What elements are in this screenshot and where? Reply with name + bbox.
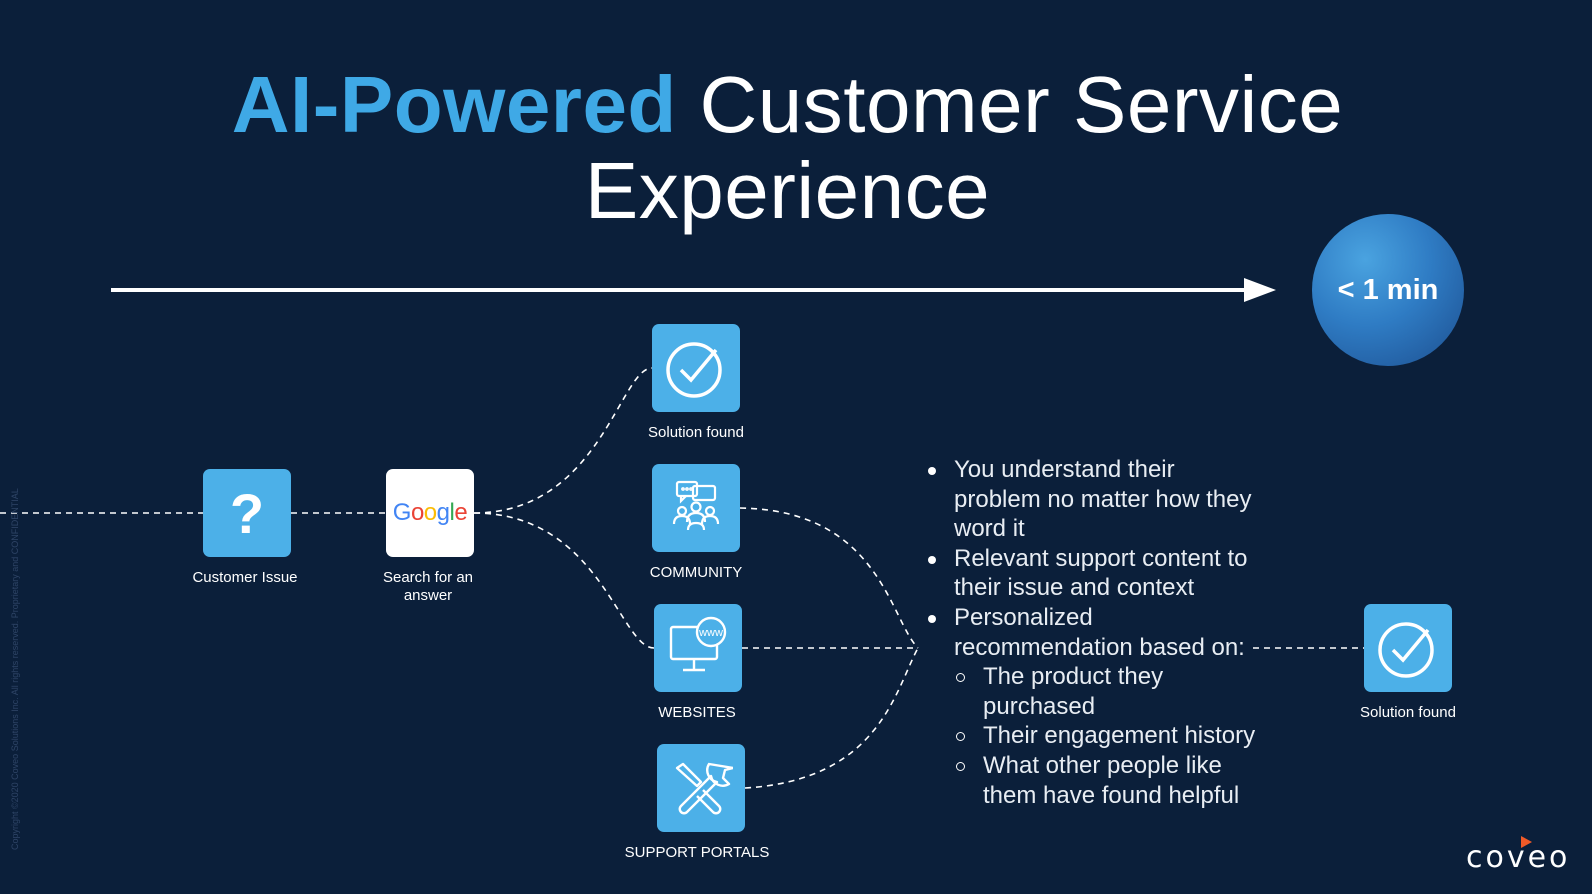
checkmark-circle-icon (1378, 622, 1434, 678)
customer-issue-label: Customer Issue (192, 569, 298, 586)
customer-issue-tile: ? (203, 469, 291, 557)
checkmark-circle-icon (666, 342, 722, 398)
time-badge-label: < 1 min (1337, 273, 1439, 306)
bullet-understand: You understand their problem no matter h… (928, 455, 1258, 544)
time-badge: < 1 min (1312, 214, 1464, 366)
bullet-personalized: Personalized recommendation based on: (928, 603, 1258, 662)
website-monitor-icon: www (669, 616, 727, 672)
connector-search-solution (473, 367, 653, 514)
search-label: Search for an answer (338, 569, 518, 605)
title-accent: AI-Powered (231, 60, 677, 149)
connector-portals-merge (744, 647, 919, 789)
coveo-logo-mark-icon (1521, 836, 1532, 848)
connector-search-websites (473, 512, 655, 649)
sub-bullet-product: The product they purchased (956, 662, 1258, 721)
support-portals-tile (657, 744, 745, 832)
solution-top-tile (652, 324, 740, 412)
websites-tile: www (654, 604, 742, 692)
google-logo-icon: Google (392, 499, 468, 526)
sub-bullet-others: What other people like them have found h… (956, 751, 1258, 810)
support-portals-label: SUPPORT PORTALS (624, 844, 770, 861)
websites-label: WEBSITES (658, 704, 736, 721)
connector-community-merge (739, 507, 919, 649)
solution-right-tile (1364, 604, 1452, 692)
title-rest: Customer Service (699, 60, 1344, 149)
search-label-text: Search for an answer (382, 569, 474, 604)
tools-icon (675, 762, 733, 815)
copyright-notice: Copyright ©2020 Coveo Solutions Inc. All… (10, 488, 20, 850)
benefits-list: You understand their problem no matter h… (928, 455, 1258, 810)
timeline-arrow-head (1244, 278, 1276, 302)
question-icon: ? (229, 481, 265, 545)
community-icon (672, 480, 720, 531)
sub-bullet-engagement: Their engagement history (956, 721, 1258, 751)
coveo-logo: coveo (1466, 840, 1571, 875)
www-text: www (698, 627, 723, 639)
google-search-tile: Google (386, 469, 474, 557)
bullet-relevant: Relevant support content to their issue … (928, 544, 1258, 603)
page-title: AI-Powered Customer Service Experience (0, 62, 1575, 234)
community-tile (652, 464, 740, 552)
title-line2: Experience (584, 146, 991, 235)
solution-top-label: Solution found (648, 424, 744, 441)
solution-right-label: Solution found (1360, 704, 1456, 721)
community-label: COMMUNITY (649, 564, 743, 581)
